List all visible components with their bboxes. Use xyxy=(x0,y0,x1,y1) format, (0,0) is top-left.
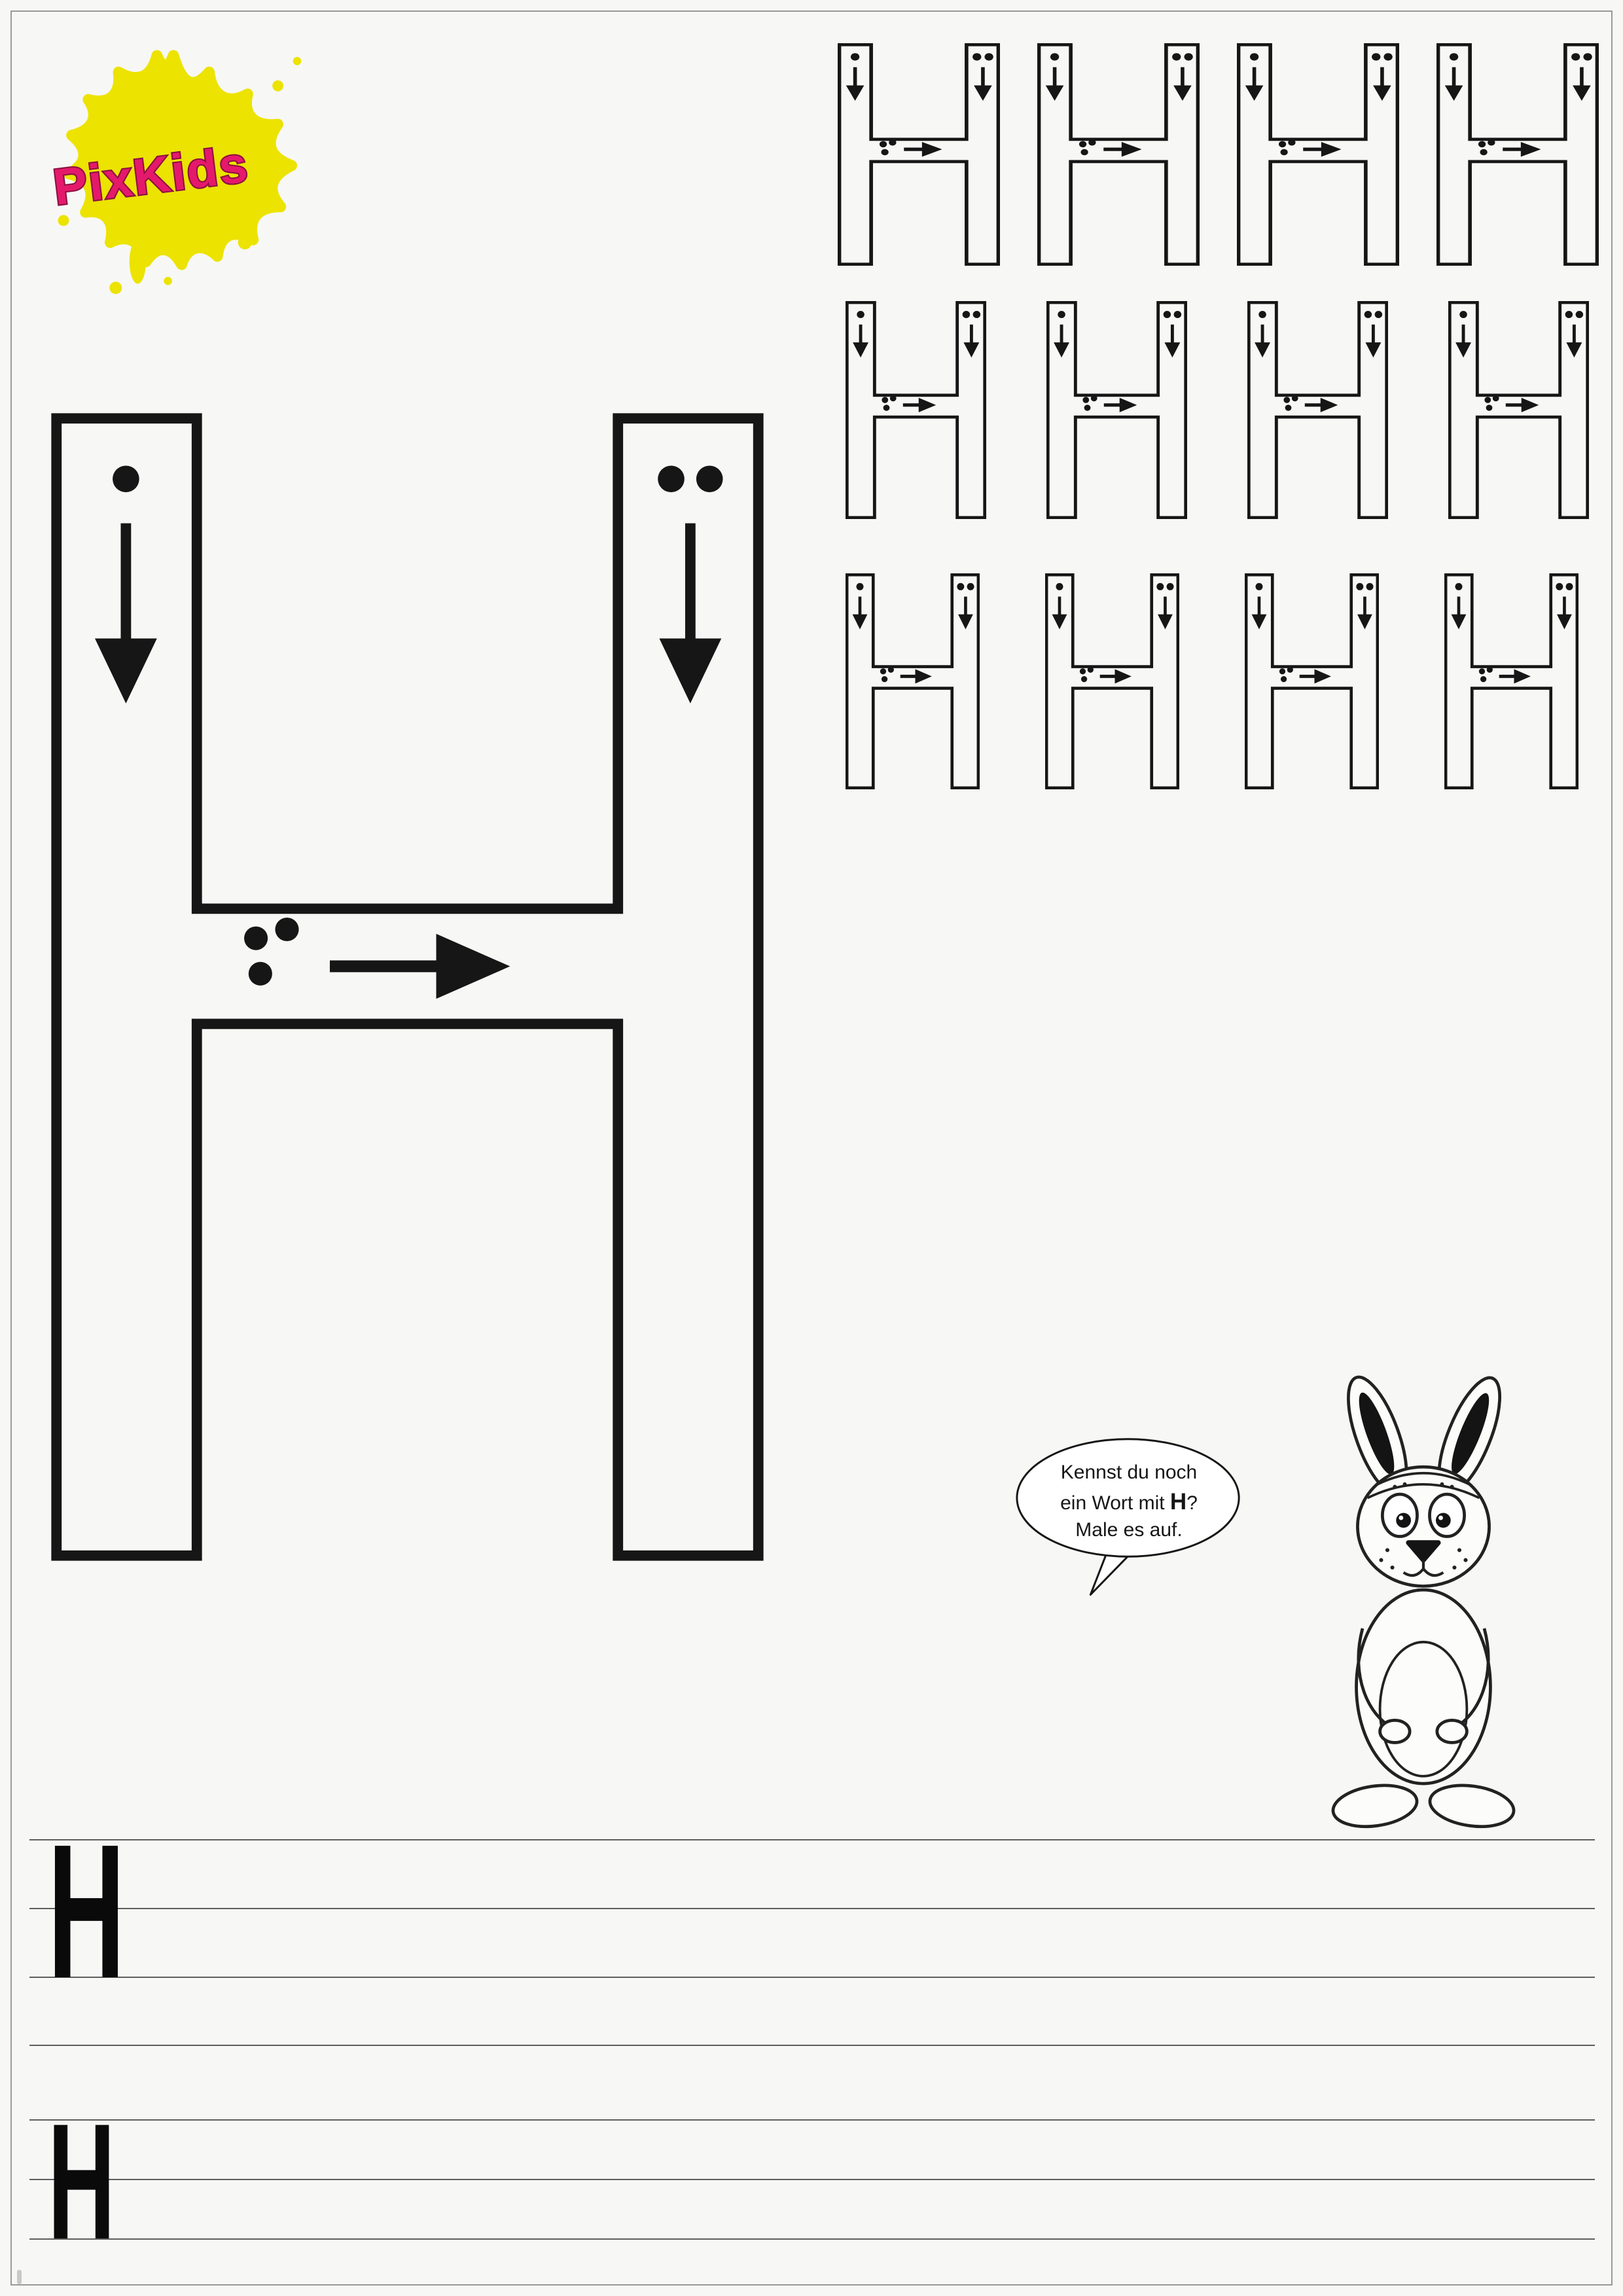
guide-line xyxy=(29,2238,1595,2240)
trace-letter-h xyxy=(846,573,980,789)
pixkids-logo: PixKids xyxy=(36,29,311,304)
paint-splat-icon xyxy=(58,50,302,295)
guide-line xyxy=(29,1839,1595,1840)
trace-letter-h xyxy=(1436,43,1599,266)
speech-bubble: Kennst du noch ein Wort mit H? Male es a… xyxy=(1013,1433,1245,1611)
trace-letter-h xyxy=(838,43,1000,266)
guide-line xyxy=(29,1977,1595,1978)
bubble-line-3: Male es auf. xyxy=(1075,1518,1183,1541)
guide-line xyxy=(29,2179,1595,2180)
trace-letter-h xyxy=(1037,43,1200,266)
writing-lines-block-1: H xyxy=(29,1804,1595,2046)
trace-letter-h xyxy=(1045,573,1179,789)
bubble-line-2: ein Wort mit H? xyxy=(1060,1488,1198,1515)
practice-row-3 xyxy=(846,573,1578,789)
corner-mark xyxy=(17,2270,22,2284)
sample-letter: H xyxy=(48,1804,125,2018)
guide-line xyxy=(29,2045,1595,2046)
trace-letter-h xyxy=(1444,573,1578,789)
svg-text:H: H xyxy=(48,2090,115,2274)
trace-letter-h xyxy=(846,301,986,519)
speech-bubble-text: Kennst du noch ein Wort mit H? Male es a… xyxy=(1030,1460,1228,1543)
trace-letter-h xyxy=(1046,301,1187,519)
trace-letter-h-large xyxy=(49,411,766,1563)
trace-letter-h xyxy=(1247,301,1388,519)
bubble-line-1: Kennst du noch xyxy=(1060,1462,1198,1483)
practice-row-2 xyxy=(846,301,1589,519)
trace-letter-h xyxy=(1448,301,1589,519)
trace-letter-h xyxy=(1245,573,1379,789)
rabbit-illustration xyxy=(1331,1375,1516,1829)
practice-row-1 xyxy=(838,43,1599,266)
sample-letter: H xyxy=(48,2090,115,2274)
guide-line xyxy=(29,2119,1595,2121)
guide-line xyxy=(29,1908,1595,1909)
writing-lines-block-2: H xyxy=(29,2090,1595,2274)
trace-letter-h xyxy=(1237,43,1399,266)
svg-text:H: H xyxy=(48,1804,125,2018)
